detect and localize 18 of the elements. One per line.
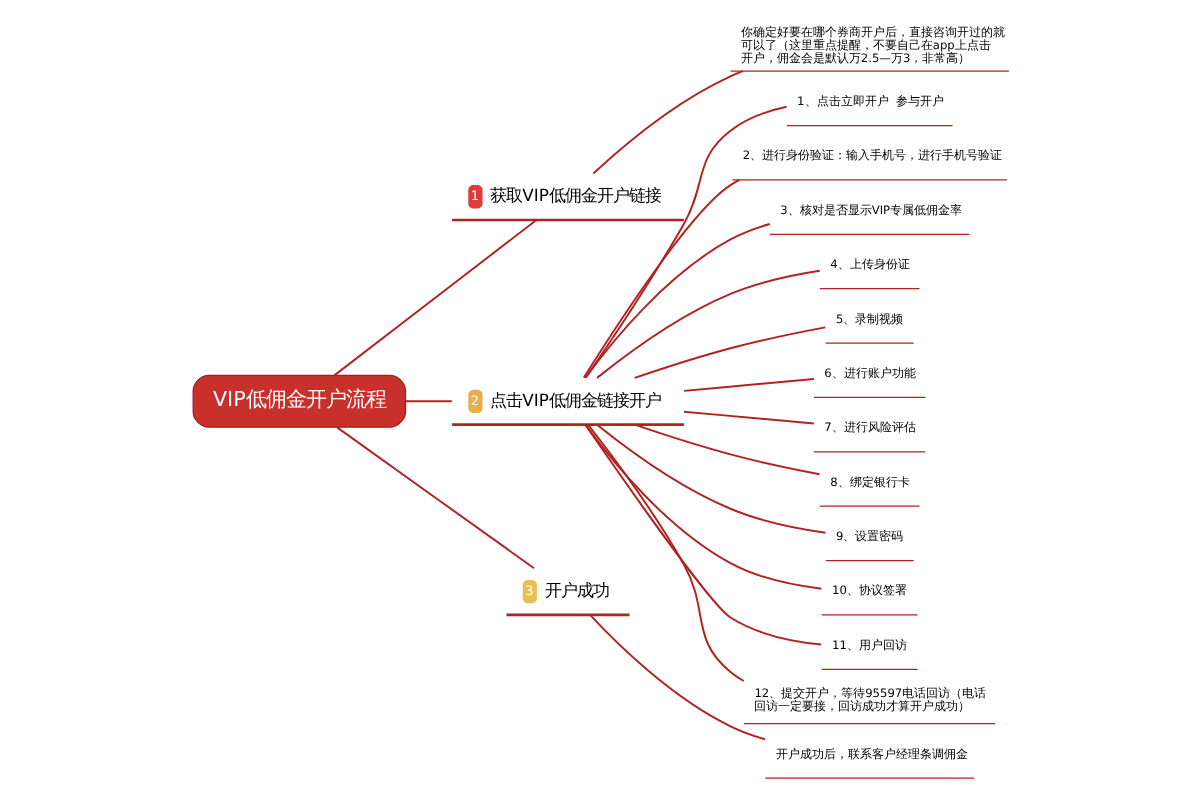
connector [682, 378, 814, 392]
connector [583, 223, 770, 379]
connector [581, 178, 740, 379]
connector [595, 423, 826, 534]
connector [586, 423, 744, 682]
connector [335, 426, 534, 570]
connector [583, 105, 787, 379]
connector [583, 423, 822, 646]
connector [588, 614, 766, 741]
connector [682, 410, 814, 425]
connector [403, 400, 452, 403]
connector [595, 269, 820, 379]
connector [583, 423, 822, 590]
connector [632, 423, 820, 476]
node-box: VIP低佣金开户流程 [191, 374, 406, 428]
connector [632, 326, 826, 379]
connector [591, 70, 743, 175]
connector [332, 219, 537, 377]
